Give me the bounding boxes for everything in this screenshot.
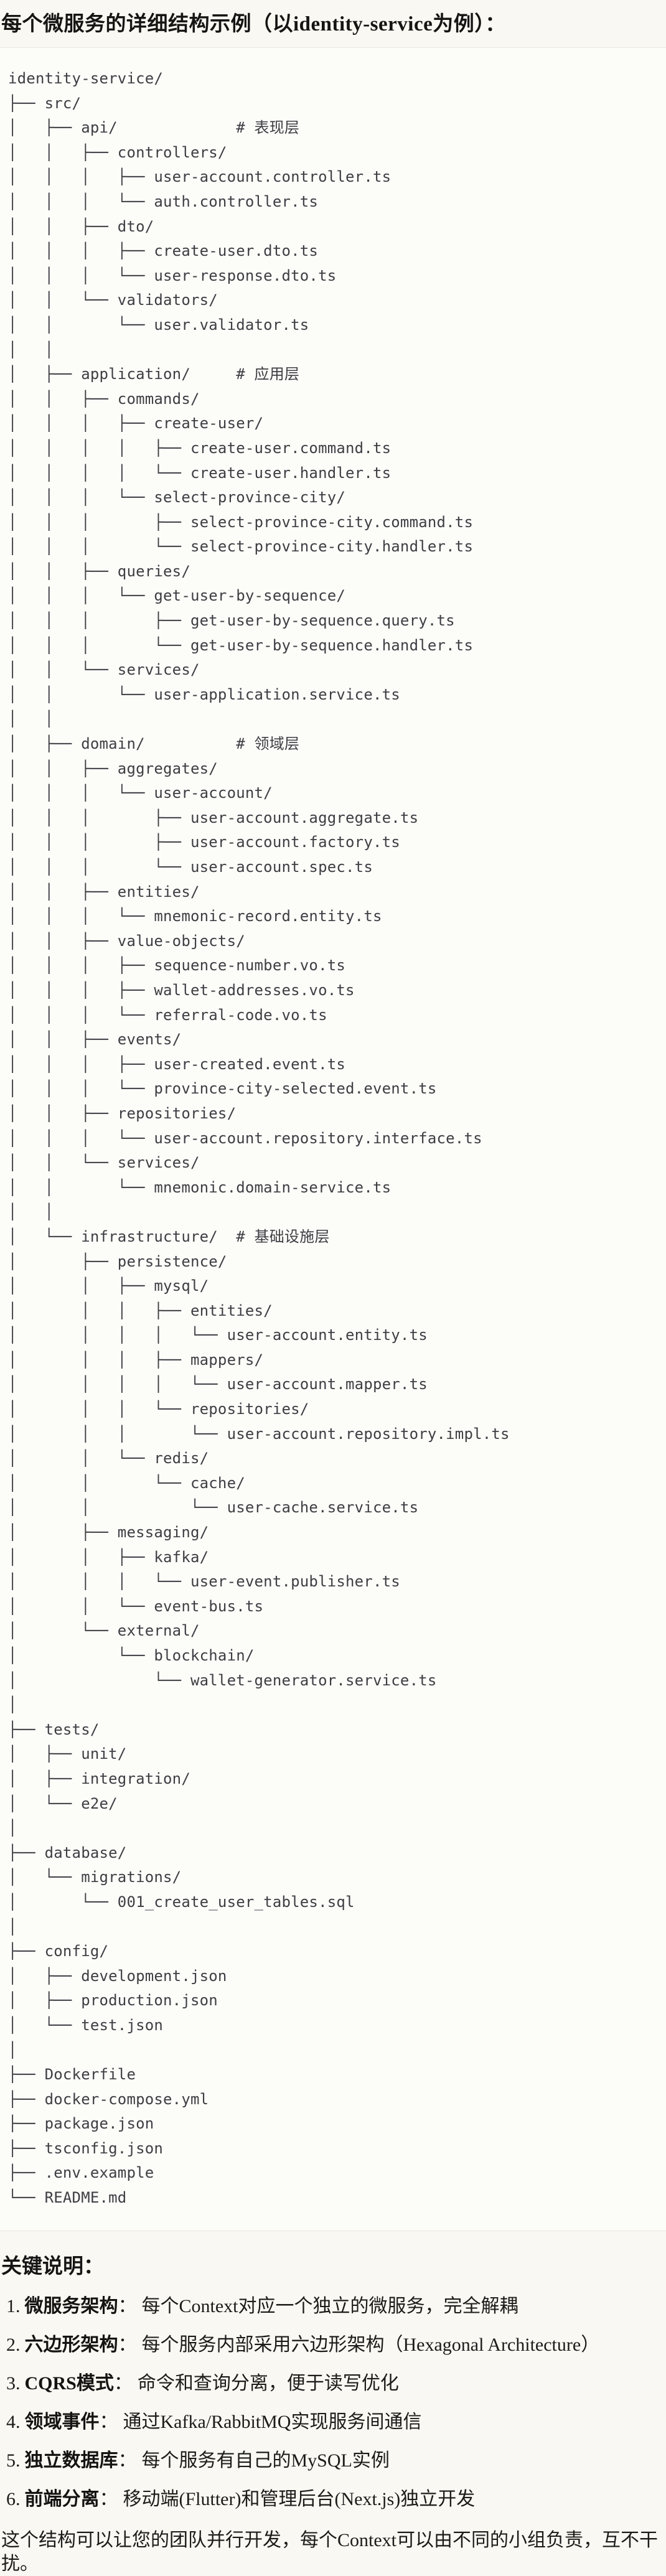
note-text: 命令和查询分离，便于读写优化 xyxy=(137,2372,399,2394)
note-number: 2. xyxy=(6,2334,21,2355)
note-number: 6. xyxy=(6,2488,21,2509)
note-colon: ： xyxy=(118,2450,137,2471)
note-number: 1. xyxy=(6,2295,21,2316)
note-colon: ： xyxy=(118,2334,137,2355)
note-text: 通过Kafka/RabbitMQ实现服务间通信 xyxy=(123,2411,422,2432)
note-text: 移动端(Flutter)和管理后台(Next.js)独立开发 xyxy=(123,2488,476,2509)
directory-tree-code-block: identity-service/ ├── src/ │ ├── api/ # … xyxy=(0,47,666,2231)
note-item-domain-events: 4.领域事件：通过Kafka/RabbitMQ实现服务间通信 xyxy=(0,2410,666,2434)
note-colon: ： xyxy=(99,2411,118,2432)
note-label: 六边形架构 xyxy=(24,2334,118,2355)
note-item-frontend-separation: 6.前端分离：移动端(Flutter)和管理后台(Next.js)独立开发 xyxy=(0,2488,666,2511)
note-colon: ： xyxy=(99,2488,118,2509)
note-number: 3. xyxy=(6,2372,21,2394)
note-colon: ： xyxy=(118,2295,137,2316)
note-label: 领域事件 xyxy=(24,2411,100,2432)
note-number: 4. xyxy=(6,2411,21,2432)
closing-paragraph: 这个结构可以让您的团队并行开发，每个Context可以由不同的小组负责，互不干扰… xyxy=(1,2529,658,2574)
note-text: 每个Context对应一个独立的微服务，完全解耦 xyxy=(141,2295,518,2316)
note-label: 微服务架构 xyxy=(24,2295,118,2316)
note-label: CQRS模式 xyxy=(24,2372,114,2394)
note-label: 前端分离 xyxy=(24,2488,100,2509)
page-title: 每个微服务的详细结构示例（以identity-service为例）： xyxy=(1,13,506,35)
note-item-microservice-architecture: 1.微服务架构：每个Context对应一个独立的微服务，完全解耦 xyxy=(0,2295,666,2318)
directory-tree: identity-service/ ├── src/ │ ├── api/ # … xyxy=(8,70,510,2207)
note-label: 独立数据库 xyxy=(24,2450,118,2471)
note-number: 5. xyxy=(6,2450,21,2471)
note-item-hexagonal-architecture: 2.六边形架构：每个服务内部采用六边形架构（Hexagonal Architec… xyxy=(0,2333,666,2357)
note-item-cqrs-pattern: 3.CQRS模式：命令和查询分离，便于读写优化 xyxy=(0,2372,666,2396)
note-text: 每个服务内部采用六边形架构（Hexagonal Architecture） xyxy=(141,2334,600,2355)
note-text: 每个服务有自己的MySQL实例 xyxy=(141,2450,390,2471)
notes-heading: 关键说明： xyxy=(1,2255,104,2278)
note-colon: ： xyxy=(113,2372,133,2394)
note-item-independent-database: 5.独立数据库：每个服务有自己的MySQL实例 xyxy=(0,2449,666,2473)
